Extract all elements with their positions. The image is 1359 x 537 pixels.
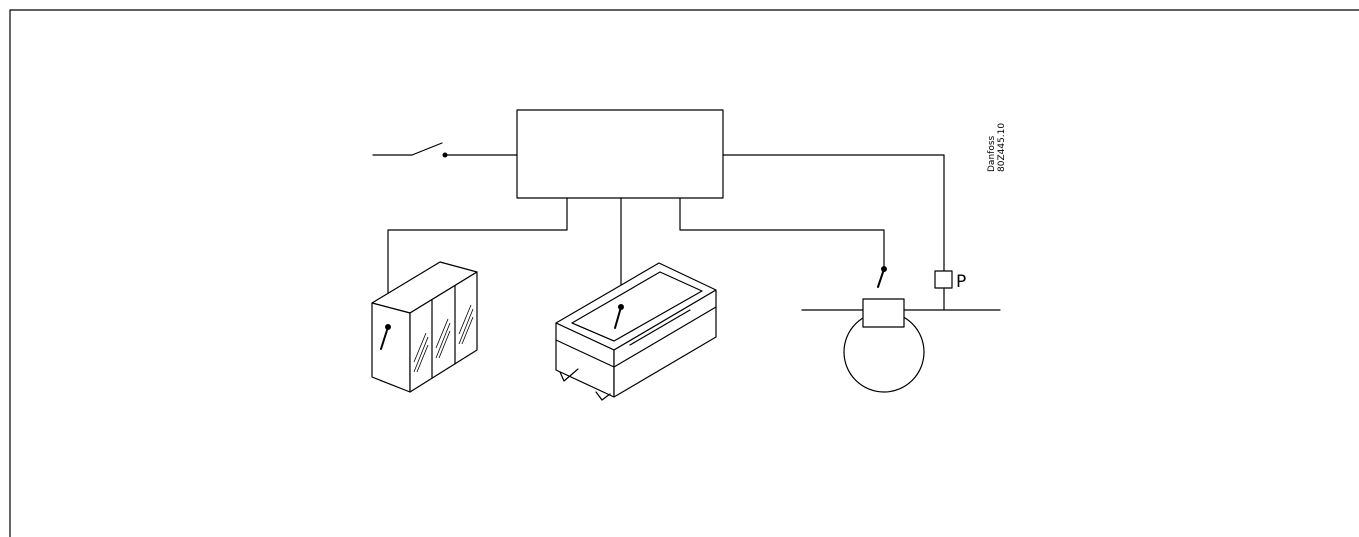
input-switch <box>372 142 518 158</box>
pressure-transmitter-icon <box>934 270 953 311</box>
cabinet-sensor <box>380 324 391 350</box>
controller-box <box>516 109 724 199</box>
drawing-code-number: 80Z445.10 <box>997 123 1007 172</box>
compressor-sensor <box>877 266 887 288</box>
pressure-label: P <box>956 272 966 292</box>
cabinet-icon <box>371 261 478 393</box>
chest-freezer-icon <box>555 262 717 401</box>
page-border <box>9 9 1359 537</box>
drawing-code-brand: Danfoss <box>987 135 997 172</box>
compressor-icon <box>801 298 1001 393</box>
freezer-sensor <box>614 304 624 329</box>
